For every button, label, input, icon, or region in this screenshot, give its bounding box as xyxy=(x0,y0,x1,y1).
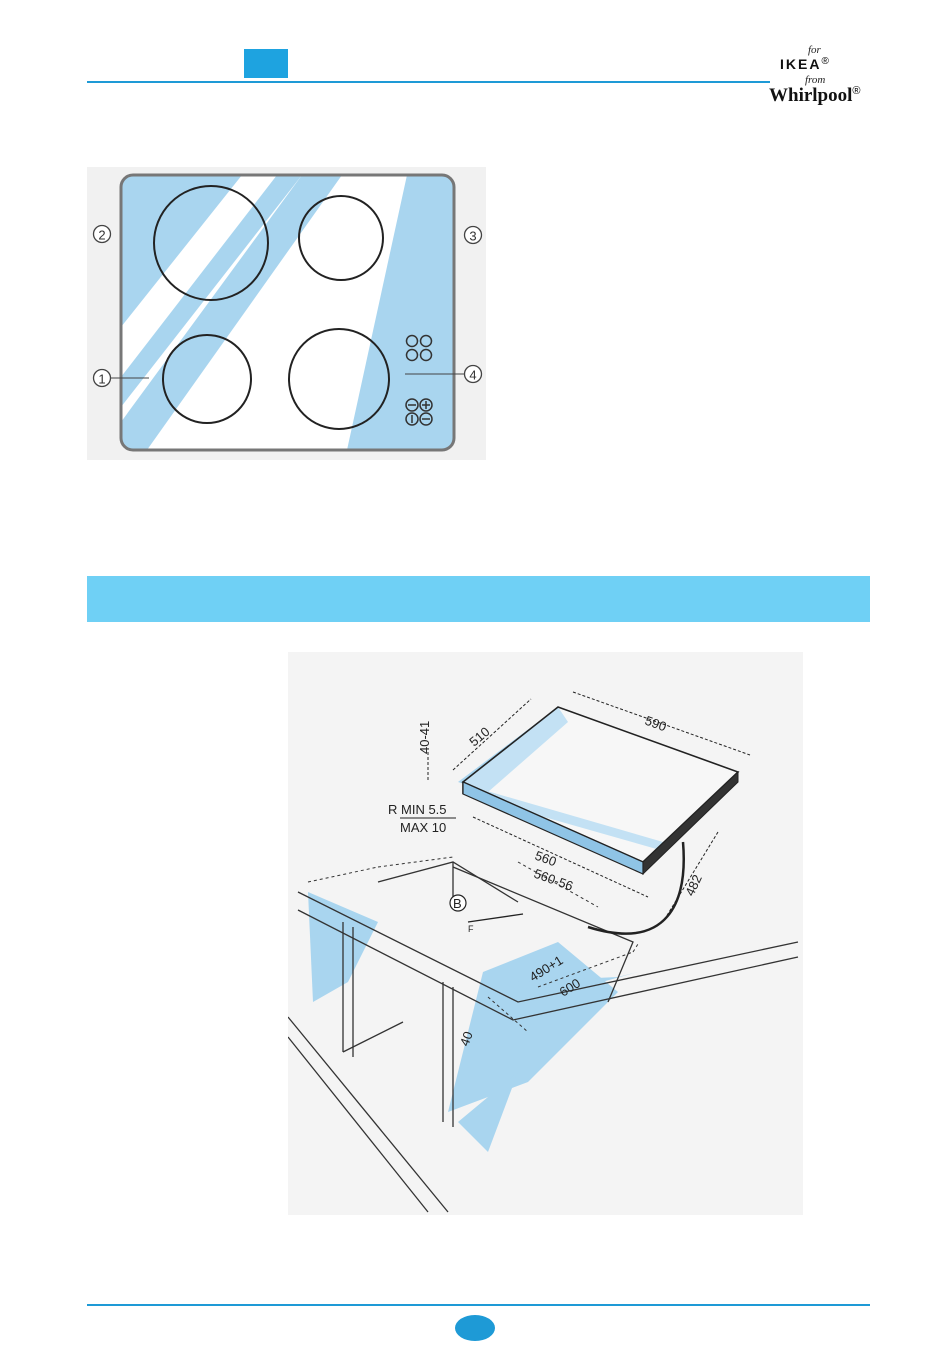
callout-2: 2 xyxy=(94,226,111,243)
brand-ikea-mark: ® xyxy=(821,56,828,67)
hob-diagram: 1 2 3 4 xyxy=(87,167,486,460)
installation-diagram: 590 510 40-41 R MIN 5.5 MAX 10 560 560-5… xyxy=(288,652,803,1215)
callout-4: 4 xyxy=(465,366,482,383)
brand-ikea: IKEA xyxy=(780,56,821,72)
callout-3: 3 xyxy=(465,227,482,244)
dim-side: 482 xyxy=(682,872,705,898)
brand-ikea-logo: IKEA® xyxy=(780,56,829,74)
callout-1-label: 1 xyxy=(98,372,105,387)
callout-4-label: 4 xyxy=(469,368,476,383)
hob-diagram-svg: 1 2 3 4 xyxy=(87,167,486,460)
point-f-label: F xyxy=(468,924,474,934)
page-number-badge xyxy=(455,1315,495,1341)
dim-height: 40-41 xyxy=(417,721,432,754)
brand-for: for xyxy=(808,44,821,56)
callout-2-label: 2 xyxy=(98,228,105,243)
dim-radius-1: R MIN 5.5 xyxy=(388,802,447,817)
brand-whirlpool-logo: Whirlpool® xyxy=(769,85,861,107)
header-rule xyxy=(87,81,770,83)
point-b-marker: B xyxy=(450,895,466,911)
callout-3-label: 3 xyxy=(469,229,476,244)
section-banner xyxy=(87,576,870,622)
dim-cut-width-2: 560-56 xyxy=(532,866,575,894)
callout-1: 1 xyxy=(94,370,111,387)
footer-rule xyxy=(87,1304,870,1306)
brand-whirlpool-mark: ® xyxy=(852,85,860,97)
hob-slab xyxy=(463,707,738,874)
dim-width: 590 xyxy=(643,713,669,735)
header-color-tab xyxy=(244,49,288,78)
brand-whirlpool: Whirlpool xyxy=(769,85,852,106)
dim-depth: 510 xyxy=(466,724,492,749)
point-b-label: B xyxy=(453,896,462,911)
wire-line xyxy=(468,914,523,922)
dim-radius-2: MAX 10 xyxy=(400,820,446,835)
installation-diagram-svg: 590 510 40-41 R MIN 5.5 MAX 10 560 560-5… xyxy=(288,652,803,1215)
